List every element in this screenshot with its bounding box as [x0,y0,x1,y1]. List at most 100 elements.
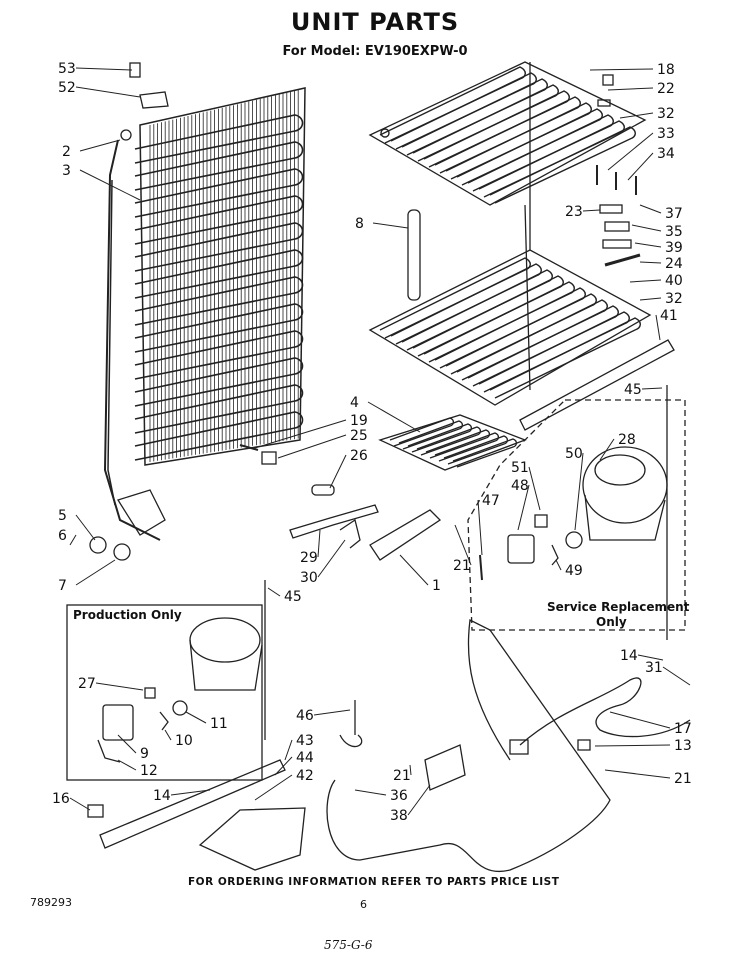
service-box-title-1: Service Replacement [547,600,690,614]
callout-label-10: 10 [175,733,193,749]
callout-label-4: 4 [350,395,359,411]
callout-label-5: 5 [58,508,67,524]
callout-label-51: 51 [511,460,529,476]
callout-label-46: 46 [296,708,314,724]
callout-leader [639,204,662,214]
callout-leader [79,139,121,152]
callout-label-8: 8 [355,216,364,232]
callout-label-21: 21 [453,558,471,574]
diagram-number: 789293 [30,896,72,909]
callout-leader [274,756,293,776]
callout-leader [254,419,347,449]
cord-plug [509,739,529,755]
callout-leader [528,466,541,511]
callout-label-32: 32 [665,291,683,307]
callout-label-25: 25 [350,428,368,444]
callout-label-33: 33 [657,126,675,142]
callout-leader [604,769,671,779]
callout-leader [75,559,116,586]
part-19-screw [239,444,259,451]
callout-leader [254,774,293,801]
callout-label-45: 45 [624,382,642,398]
callout-leader [574,452,584,531]
part-25-clip [261,451,277,465]
callout-label-14: 14 [620,648,638,664]
callout-label-44: 44 [296,750,314,766]
part-42-pan [198,807,306,871]
service-replacement-box [467,399,686,631]
callout-label-28: 28 [618,432,636,448]
part-8-tube [407,209,421,301]
part-12-clip [97,739,121,763]
part-51-part [534,514,548,528]
callout-leader [619,112,654,119]
callout-leader [662,666,691,686]
part-16-clip [87,804,104,818]
callout-label-41: 41 [660,308,678,324]
callout-label-35: 35 [665,224,683,240]
callout-label-22: 22 [657,81,675,97]
callout-label-23: 23 [565,204,583,220]
callout-leader [607,87,654,91]
callout-label-38: 38 [390,808,408,824]
callout-label-31: 31 [645,660,663,676]
callout-label-2: 2 [62,144,71,160]
part-5-part [89,536,107,554]
callout-leader [629,279,662,283]
callout-label-16: 16 [52,791,70,807]
callout-leader [641,387,663,390]
callout-leader [599,438,615,461]
part-27-part [144,687,156,699]
part-17-cord [519,677,691,746]
callout-leader [170,789,211,796]
callout-leader [185,711,207,724]
callout-label-7: 7 [58,578,67,594]
callout-leader [313,709,351,716]
footer-note: FOR ORDERING INFORMATION REFER TO PARTS … [188,876,560,888]
part-10-clip [159,711,169,731]
callout-label-1: 1 [432,578,441,594]
callout-label-47: 47 [482,493,500,509]
callout-leader [627,152,654,181]
callout-label-18: 18 [657,62,675,78]
callout-leader [317,529,321,558]
production-compressor [189,617,263,691]
production-only-box [66,604,263,781]
page-number: 6 [360,898,367,911]
callout-leader [655,314,661,341]
callout-leader [555,559,562,571]
callout-leader [609,711,671,729]
part-28-compressor [582,446,668,541]
callout-label-29: 29 [300,550,318,566]
callout-label-32: 32 [657,106,675,122]
callout-leader [75,67,133,71]
callout-leader [277,434,347,459]
callout-leader [164,729,172,741]
callout-label-36: 36 [390,788,408,804]
callout-label-3: 3 [62,163,71,179]
part-36-tube [326,619,611,873]
callout-label-53: 53 [58,61,76,77]
callout-label-26: 26 [350,448,368,464]
callout-leader [95,682,144,691]
callout-label-52: 52 [58,80,76,96]
callout-leader [517,484,530,531]
callout-label-21: 21 [393,768,411,784]
callout-leader [75,86,141,98]
callout-label-9: 9 [140,746,149,762]
callout-leader [407,784,431,816]
callout-leader [589,68,654,71]
callout-leader [367,401,421,433]
callout-label-17: 17 [674,721,692,737]
callout-leader [354,789,387,796]
part-46-loop [339,734,363,748]
callout-label-34: 34 [657,146,675,162]
part-26-tube [311,484,335,496]
fastener-parts-23-40 [596,74,641,267]
callout-leader [639,297,662,301]
callout-label-13: 13 [674,738,692,754]
callout-label-12: 12 [140,763,158,779]
callout-label-48: 48 [511,478,529,494]
callout-leader [631,224,662,232]
